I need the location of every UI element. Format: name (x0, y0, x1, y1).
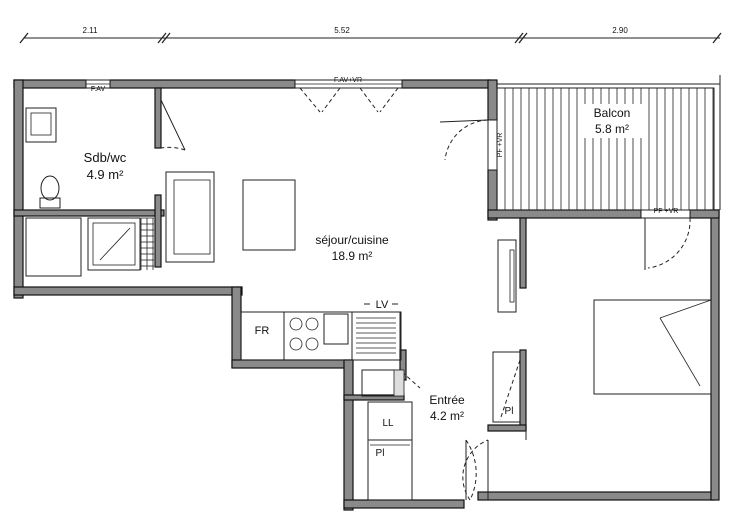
room-area: 18.9 m² (332, 249, 373, 263)
closet-pl-hall: Pl (492, 351, 521, 423)
dimension-label: 2.90 (612, 26, 628, 35)
room-area: 5.8 m² (595, 122, 629, 136)
fixture-label-fr: FR (255, 325, 270, 337)
dimension-line: 2.11 5.52 2.90 (19, 26, 722, 44)
fixture-label-pl-entree: Pl (376, 448, 385, 459)
toilet (39, 175, 61, 209)
bed (593, 299, 712, 395)
window-fav-vr: F.AV+VR (294, 77, 403, 113)
room-name: Sdb/wc (84, 150, 127, 165)
door-label-pf-vr-left: PF +VR (497, 133, 504, 158)
fixture-label-lv: LV (376, 299, 389, 311)
kitchen-counter: FR LV (240, 299, 402, 361)
dimension-label: 2.11 (83, 26, 99, 35)
sofa (165, 171, 215, 263)
window-fav: F.AV (85, 79, 111, 93)
dishwasher-lines (356, 317, 396, 354)
entrance-cabinet (361, 369, 421, 397)
closet-pl-entree: Pl (367, 439, 413, 501)
fixture-label-ll: LL (382, 418, 394, 429)
room-name: Entrée (429, 393, 465, 407)
fixture-label-pl-closet: Pl (505, 406, 514, 417)
room-label-sdb: Sdb/wc 4.9 m² (84, 150, 127, 182)
wardrobe-bedroom (497, 239, 517, 313)
shower (87, 217, 154, 271)
entrance-door (462, 439, 489, 501)
window-label-fav: F.AV (91, 86, 106, 93)
door-label-pf-vr-right: PF +VR (654, 208, 679, 215)
balcony-decking (504, 88, 714, 210)
room-area: 4.2 m² (430, 409, 464, 423)
room-area: 4.9 m² (87, 167, 125, 182)
room-name: séjour/cuisine (315, 233, 389, 247)
dimension-label: 5.52 (334, 26, 350, 35)
room-label-sejour: séjour/cuisine 18.9 m² (315, 233, 389, 263)
balcony-door-right: PF +VR (640, 208, 691, 270)
room-label-balcon: Balcon 5.8 m² (585, 104, 641, 138)
laundry-closet: LL (367, 401, 413, 441)
bathroom-door (160, 99, 186, 151)
storage-sdb (25, 217, 82, 277)
washbasin (25, 107, 57, 143)
dining-table (242, 179, 296, 251)
walls (13, 75, 721, 511)
bedroom-closet-door: Pl (525, 430, 527, 440)
room-label-entree: Entrée 4.2 m² (429, 393, 465, 423)
window-label-fav-vr: F.AV+VR (334, 77, 362, 84)
room-name: Balcon (594, 106, 631, 120)
balcony-door-left: PF +VR (439, 119, 504, 171)
shower-tiles (140, 217, 154, 270)
